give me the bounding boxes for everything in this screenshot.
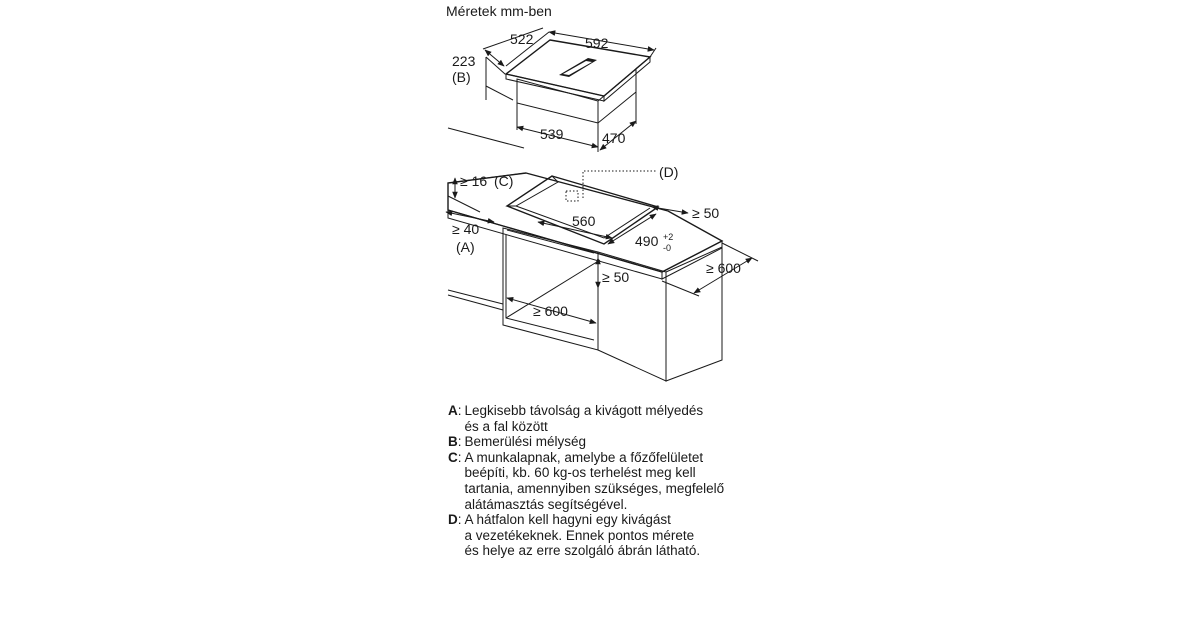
- cooktop-drawing: [504, 39, 652, 125]
- legend-key: D: [448, 512, 458, 528]
- dim-front-distance-key: (A): [456, 239, 475, 255]
- worktop-drawing: [447, 127, 724, 382]
- dim-rear-cutout-key: (D): [659, 164, 678, 180]
- legend-line: Legkisebb távolság a kivágott mélyedés: [464, 403, 704, 418]
- legend: A: Legkisebb távolság a kivágott mélyedé…: [448, 403, 788, 559]
- legend-item-c: C: A munkalapnak, amelybe a főzőfelülete…: [448, 450, 788, 512]
- dim-rear-gap: ≥ 50: [602, 269, 629, 285]
- legend-line: beépíti, kb. 60 kg-os terhelést meg kell: [464, 465, 696, 481]
- diagram-title: Méretek mm-ben: [446, 3, 552, 19]
- dim-body-width: 539: [540, 126, 564, 142]
- dim-cutout-tol-plus: +2: [663, 232, 673, 242]
- dim-product-depth: 522: [510, 31, 534, 47]
- left-cabinet: [502, 227, 599, 351]
- legend-line: A munkalapnak, amelybe a főzőfelületet: [464, 449, 704, 465]
- dim-cabinet-width: ≥ 600: [533, 303, 568, 319]
- legend-key: C: [448, 449, 458, 465]
- dim-side-distance: ≥ 50: [692, 205, 719, 221]
- product-dimensions: [482, 27, 657, 152]
- dim-worktop-thickness-key: (C): [494, 173, 513, 189]
- legend-item-b: B: Bemerülési mélység: [448, 434, 788, 450]
- dim-cutout-tol-minus: -0: [663, 243, 671, 253]
- legend-key: B: [448, 434, 458, 450]
- dim-worktop-depth: ≥ 600: [706, 260, 741, 276]
- installation-diagram: Méretek mm-ben 522 592 223: [445, 3, 759, 382]
- legend-line: tartania, amennyiben szükséges, megfelel…: [464, 480, 725, 496]
- legend-item-d: D: A hátfalon kell hagyni egy kivágást a…: [448, 512, 788, 559]
- dim-cutout-width: 560: [572, 213, 596, 229]
- rear-cutout-marker: [565, 190, 579, 202]
- legend-item-a: A: Legkisebb távolság a kivágott mélyedé…: [448, 403, 788, 434]
- dim-body-depth: 470: [602, 130, 626, 146]
- dim-cutout-depth: 490: [635, 233, 659, 249]
- legend-line: és helye az erre szolgáló ábrán látható.: [464, 543, 701, 559]
- dim-front-distance: ≥ 40: [452, 221, 479, 237]
- installation-dimensions: [445, 177, 759, 324]
- legend-line: A hátfalon kell hagyni egy kivágást: [464, 512, 671, 528]
- legend-line: alátámasztás segítségével.: [464, 496, 628, 512]
- legend-line: Bemerülési mélység: [464, 434, 587, 450]
- legend-line: a vezetékeknek. Ennek pontos mérete: [464, 527, 695, 543]
- legend-line: és a fal között: [464, 418, 548, 434]
- dim-worktop-thickness: ≥ 16: [460, 173, 487, 189]
- dim-product-width: 592: [585, 35, 609, 51]
- dim-product-height: 223: [452, 53, 476, 69]
- legend-key: A: [448, 403, 458, 418]
- dim-product-height-key: (B): [452, 69, 471, 85]
